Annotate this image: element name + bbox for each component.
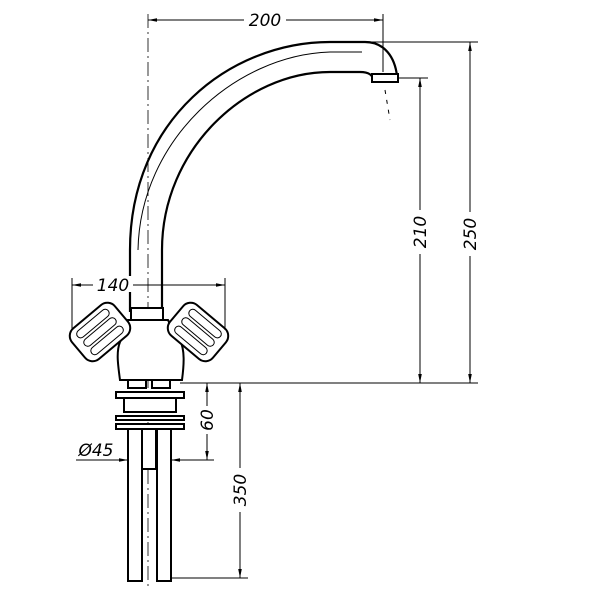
svg-text:140: 140	[97, 276, 129, 296]
dimension-mount-diameter: Ø45	[76, 441, 190, 462]
dimension-total-height: 250	[180, 41, 481, 384]
left-handle	[68, 301, 132, 363]
svg-text:200: 200	[249, 11, 281, 31]
dimension-handle-span: 140	[71, 276, 226, 330]
spout	[128, 40, 399, 321]
right-handle	[166, 301, 230, 363]
svg-text:Ø45: Ø45	[77, 441, 113, 461]
svg-text:60: 60	[198, 409, 218, 431]
mounting-base	[115, 379, 185, 470]
dimension-spout-reach: 200	[148, 10, 384, 72]
dimension-base-thickness: 60	[180, 383, 218, 461]
supply-pipes	[127, 428, 172, 582]
svg-text:350: 350	[231, 474, 251, 506]
dimension-outlet-height: 210	[398, 77, 431, 383]
dimension-pipe-length: 350	[172, 383, 251, 579]
svg-text:250: 250	[461, 218, 481, 250]
svg-text:210: 210	[411, 216, 431, 248]
